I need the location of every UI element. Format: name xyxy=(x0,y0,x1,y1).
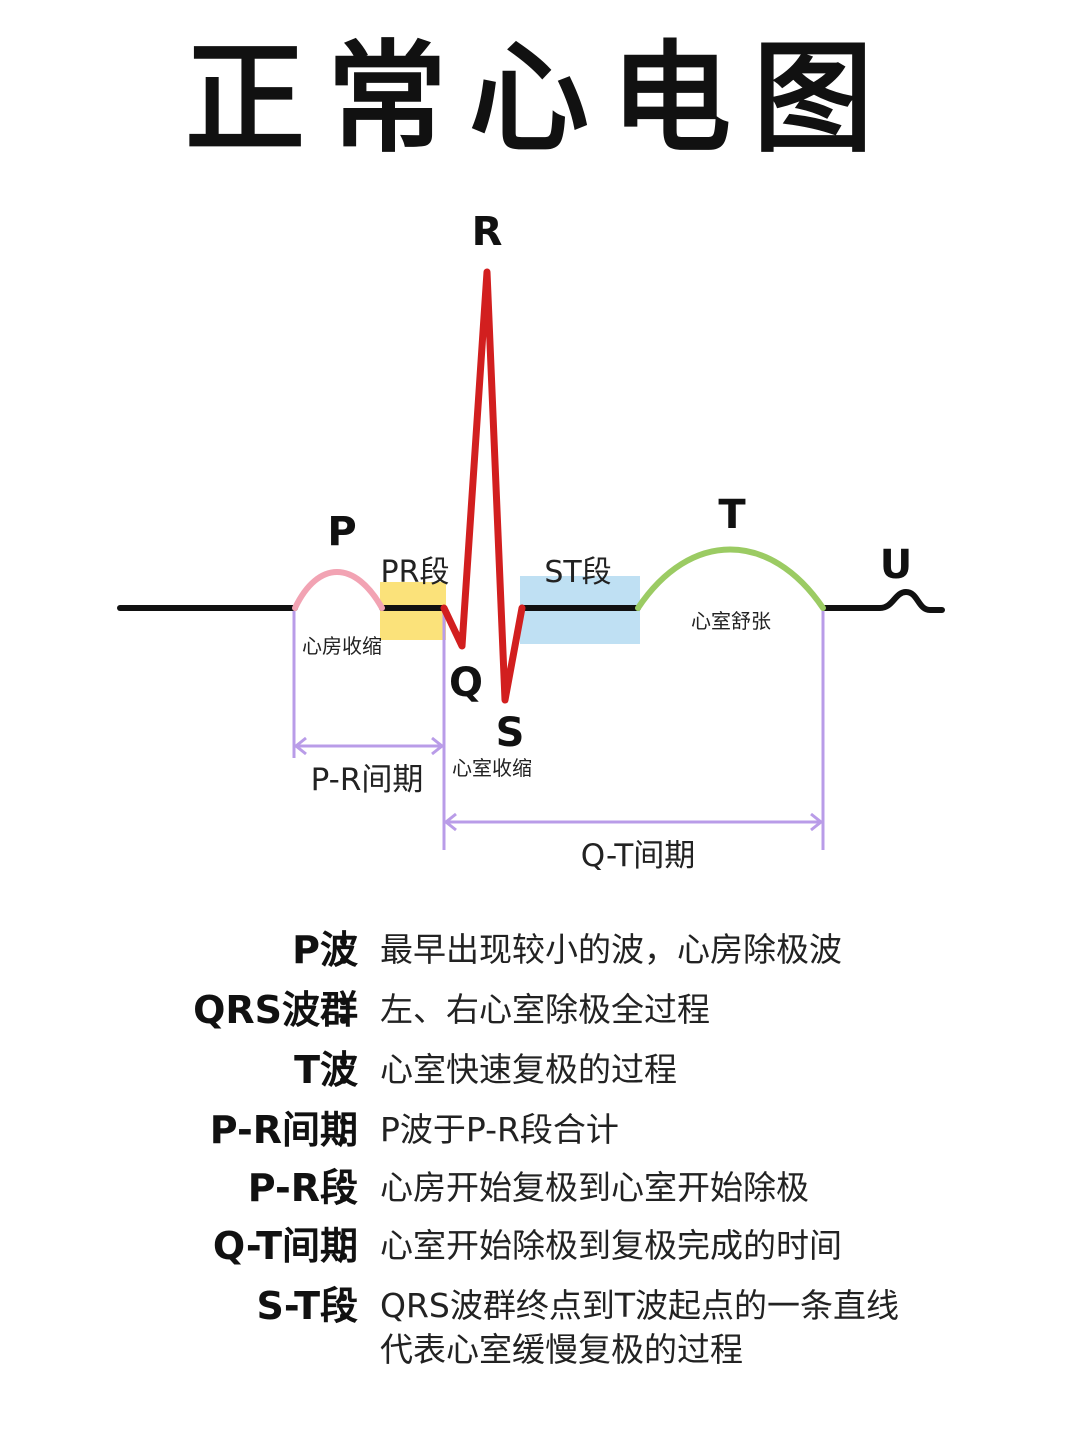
definition-term: S-T段 xyxy=(256,1284,358,1328)
definition-term: QRS波群 xyxy=(193,988,358,1032)
definition-term: Q-T间期 xyxy=(212,1224,358,1268)
interval-markers xyxy=(292,608,825,850)
definition-text: QRS波群终点到T波起点的一条直线 xyxy=(380,1286,900,1325)
definition-text-line-2: 代表心室缓慢复极的过程 xyxy=(380,1330,743,1369)
definition-text: P波于P-R段合计 xyxy=(380,1110,619,1149)
definition-term: T波 xyxy=(294,1048,358,1092)
p-wave xyxy=(292,569,385,611)
st-segment-label: ST段 xyxy=(544,555,611,590)
definition-term: P-R段 xyxy=(247,1166,358,1210)
pr-segment-label: PR段 xyxy=(381,555,450,590)
definition-colon: ： xyxy=(334,1224,373,1268)
definition-row: T波 ： 心室快速复极的过程 xyxy=(0,1042,1080,1102)
definition-text: 心室开始除极到复极完成的时间 xyxy=(380,1226,842,1265)
definition-text: 左、右心室除极全过程 xyxy=(380,990,710,1029)
atrial-contraction-note: 心房收缩 xyxy=(302,634,382,658)
ventricular-contraction-note: 心室收缩 xyxy=(452,756,532,780)
definition-term: P-R间期 xyxy=(209,1108,358,1152)
definition-row: S-T段 ： QRS波群终点到T波起点的一条直线 代表心室缓慢复极的过程 xyxy=(0,1278,1080,1378)
definition-text: 心房开始复极到心室开始除极 xyxy=(380,1168,809,1207)
definition-colon: ： xyxy=(334,1048,373,1092)
definition-row: P-R段 ： 心房开始复极到心室开始除极 xyxy=(0,1160,1080,1220)
definition-term: P波 xyxy=(292,928,358,972)
qt-interval-label: Q-T间期 xyxy=(581,838,696,874)
definition-colon: ： xyxy=(334,988,373,1032)
u-wave xyxy=(821,588,945,613)
pr-interval-label: P-R间期 xyxy=(311,762,424,798)
q-wave-label: Q xyxy=(449,660,483,706)
ventricular-diastole-note: 心室舒张 xyxy=(691,609,771,633)
t-wave-label: T xyxy=(718,492,746,538)
definition-text: 心室快速复极的过程 xyxy=(380,1050,677,1089)
definition-colon: ： xyxy=(334,1166,373,1210)
ecg-diagram: R P T U Q S PR段 ST段 心房收缩 心室收缩 心室舒张 P-R间期… xyxy=(117,209,945,874)
definition-row: P-R间期 ： P波于P-R段合计 xyxy=(0,1102,1080,1162)
definition-row: QRS波群 ： 左、右心室除极全过程 xyxy=(0,982,1080,1042)
u-wave-label: U xyxy=(880,542,912,588)
baseline xyxy=(117,588,945,613)
p-wave-label: P xyxy=(327,509,356,555)
r-wave-label: R xyxy=(472,209,503,255)
definition-colon: ： xyxy=(334,1284,373,1328)
definition-colon: ： xyxy=(334,928,373,972)
page-title: 正常心电图 xyxy=(185,30,895,169)
t-wave xyxy=(635,546,826,611)
qrs-complex xyxy=(440,268,526,704)
definition-row: Q-T间期 ： 心室开始除极到复极完成的时间 xyxy=(0,1218,1080,1278)
definition-colon: ： xyxy=(334,1108,373,1152)
definition-row: P波 ： 最早出现较小的波，心房除极波 xyxy=(0,922,1080,982)
s-wave-label: S xyxy=(496,710,525,756)
definition-text: 最早出现较小的波，心房除极波 xyxy=(380,930,842,969)
